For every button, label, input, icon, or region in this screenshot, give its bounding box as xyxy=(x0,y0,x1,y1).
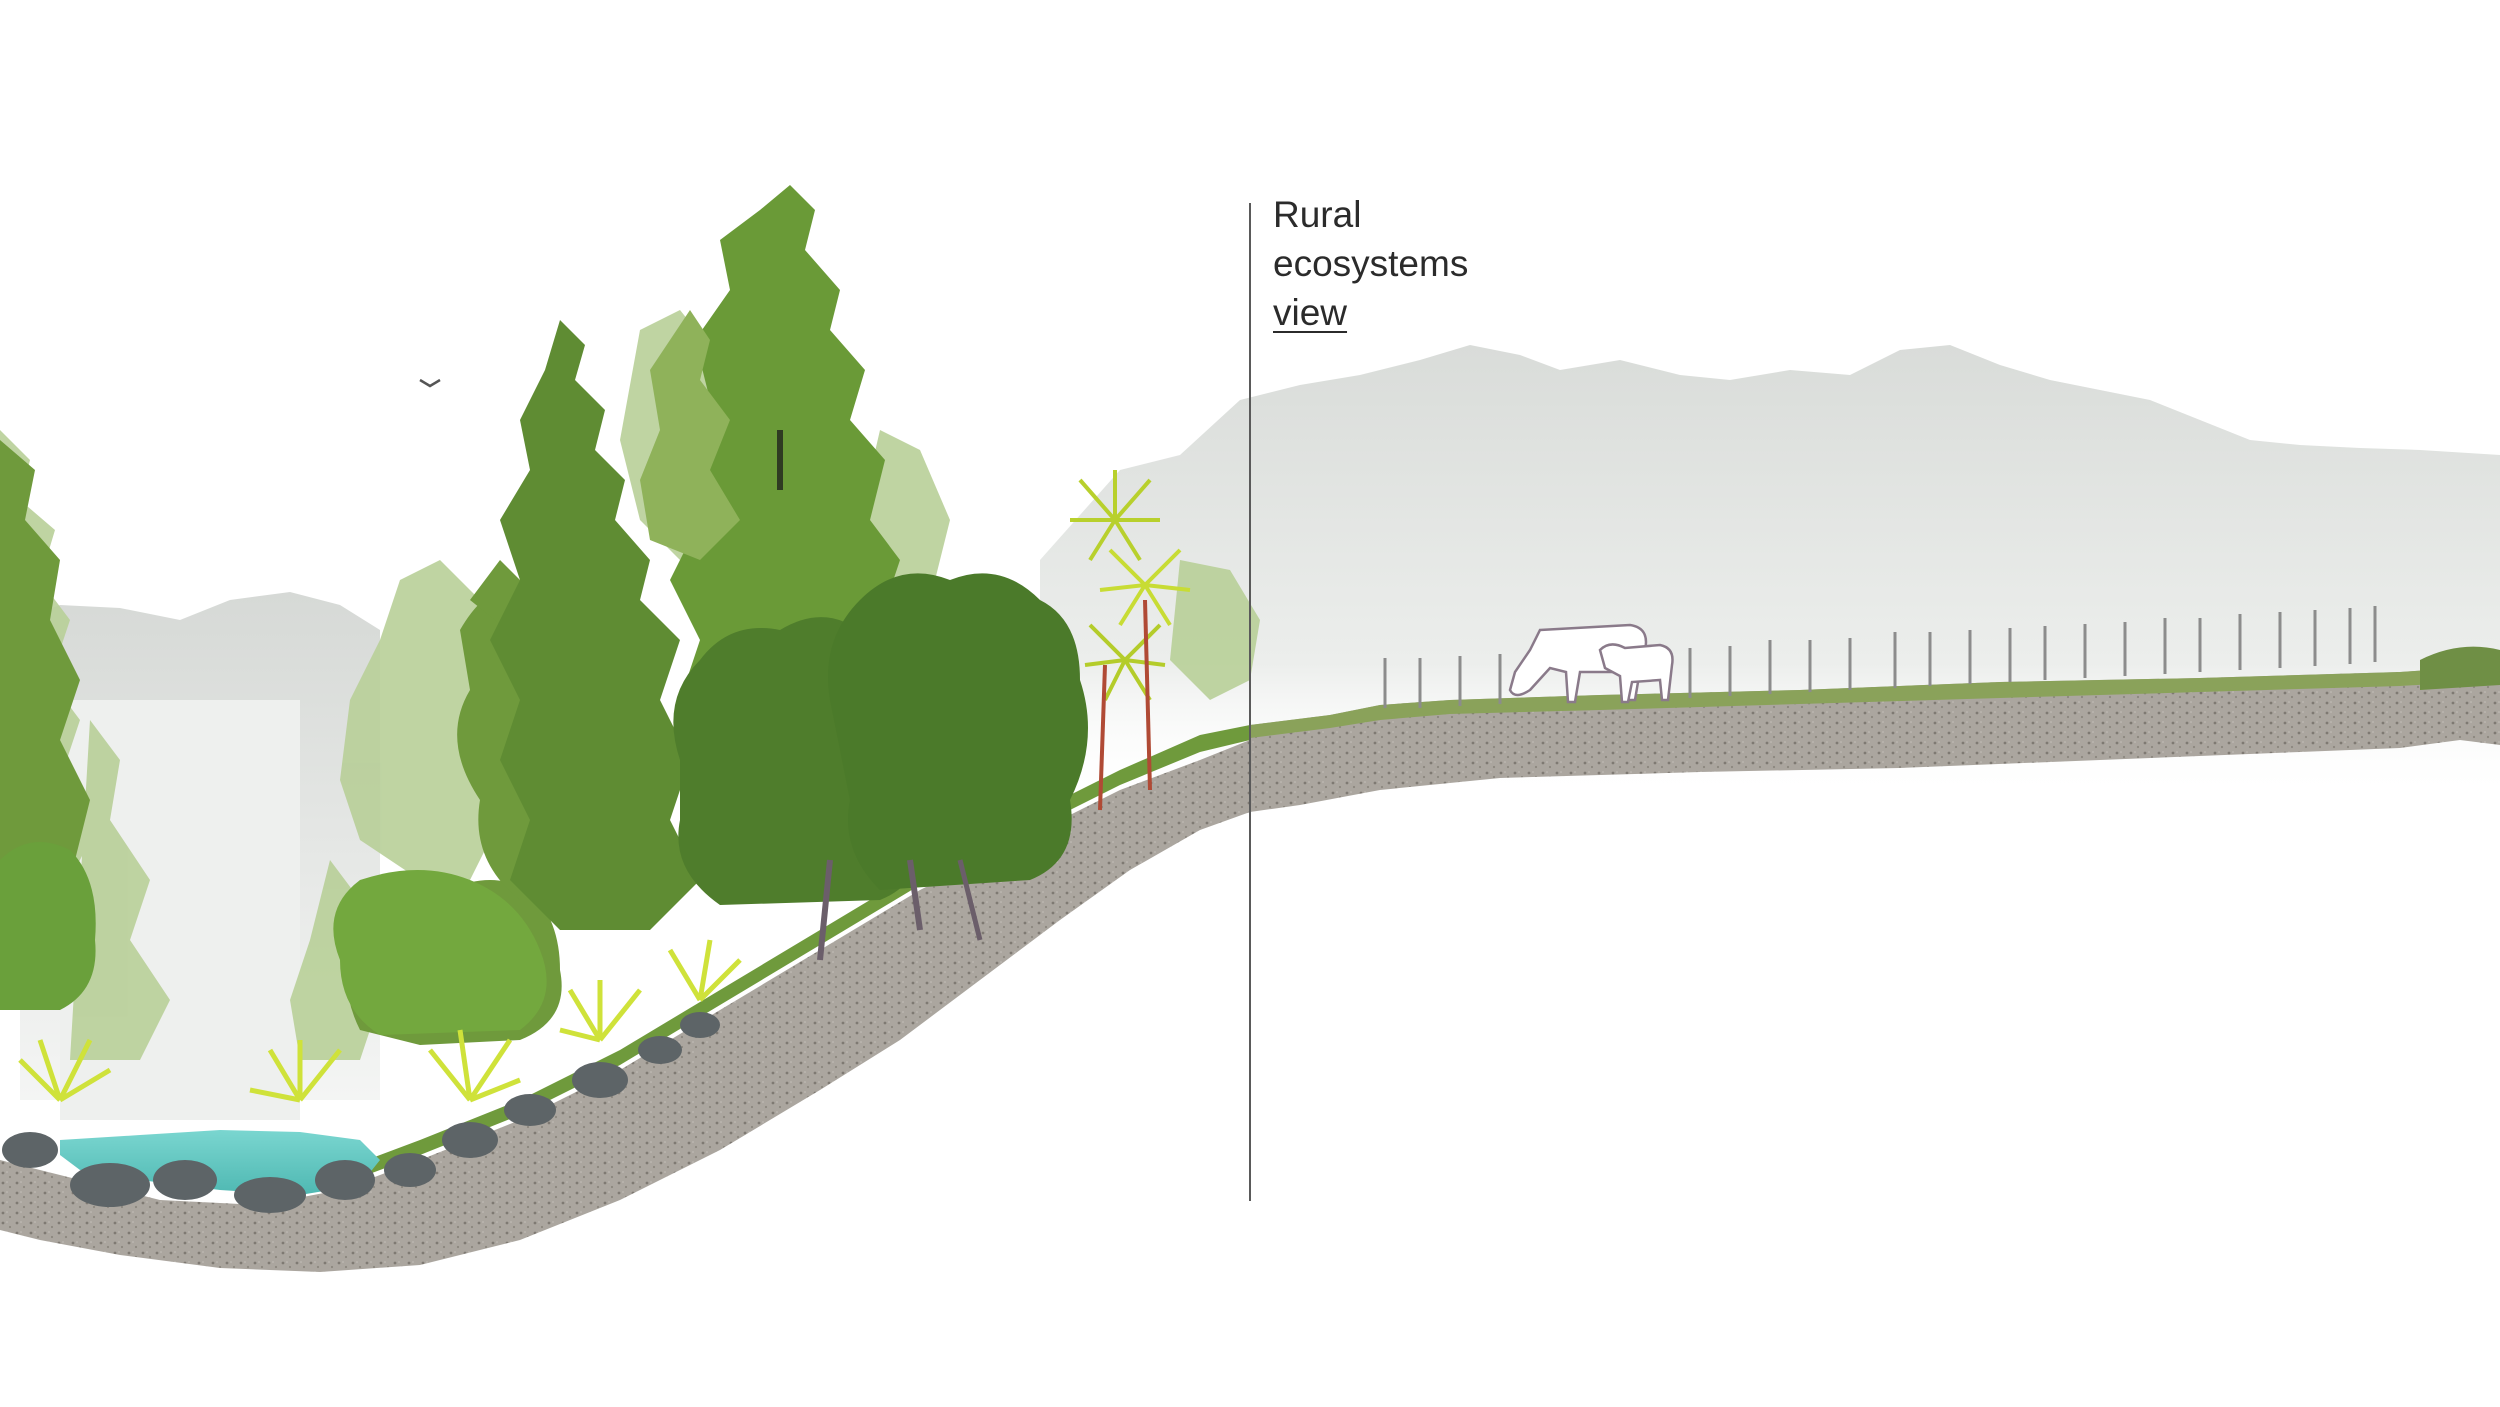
cabbage-trees xyxy=(1070,470,1191,811)
pasture-ground xyxy=(1250,646,2500,812)
fern-icon xyxy=(667,939,742,1002)
section-title-line1: Rural xyxy=(1273,194,1362,235)
section-title-line2: ecosystems xyxy=(1273,243,1469,284)
fern-icon xyxy=(18,1038,112,1103)
section-label: Rural ecosystems view xyxy=(1273,190,1468,337)
valley-soil xyxy=(0,725,1250,1272)
river-rocks xyxy=(2,1012,720,1213)
fern-icon xyxy=(249,1040,342,1103)
fence xyxy=(1383,606,2377,708)
fern-icon xyxy=(559,980,642,1043)
calf-icon xyxy=(1598,643,1674,704)
bird-icon xyxy=(419,378,441,388)
ferns xyxy=(18,939,742,1103)
section-divider xyxy=(1249,203,1251,1201)
broadleaf-trees xyxy=(0,573,1088,1035)
view-link[interactable]: view xyxy=(1273,292,1348,333)
fern-icon xyxy=(428,1029,521,1103)
cabbage-tree-icon xyxy=(1099,548,1191,627)
cabbage-tree-icon xyxy=(1070,470,1160,562)
